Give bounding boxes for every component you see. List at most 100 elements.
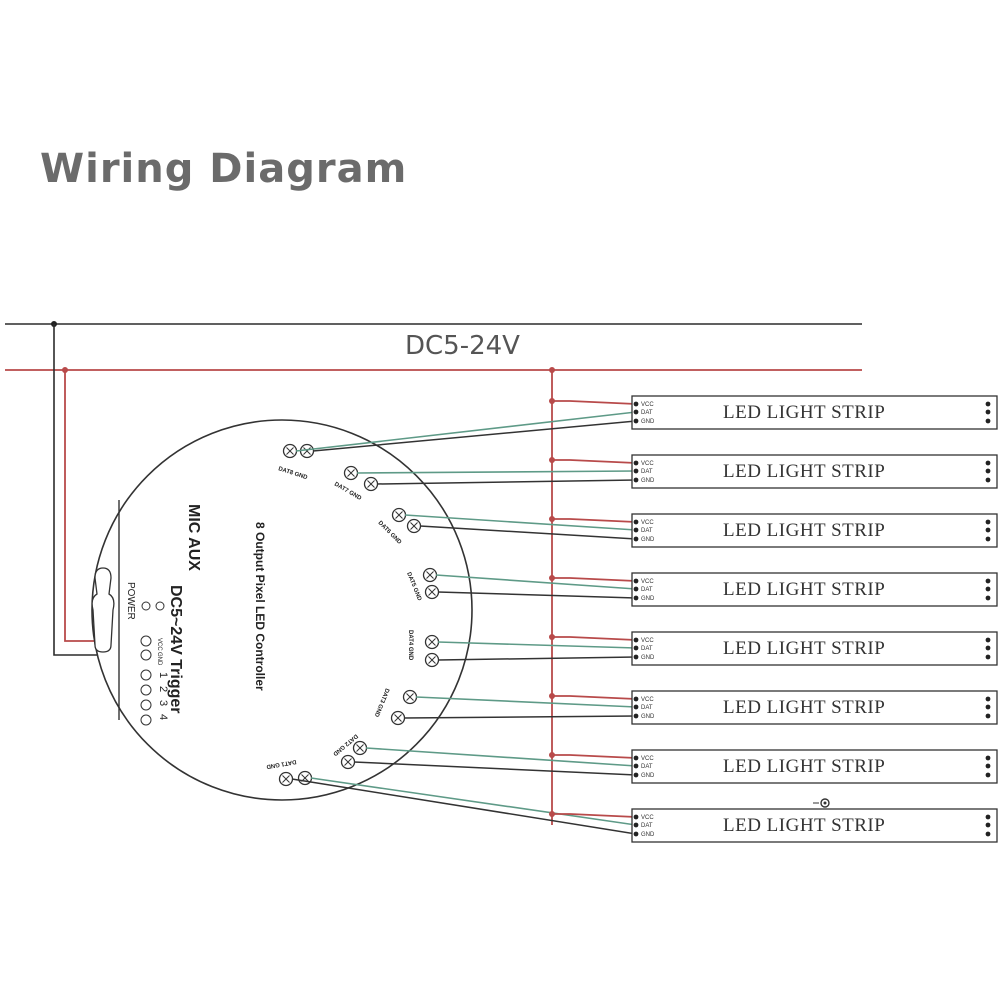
strip-pin-label: DAT bbox=[641, 528, 653, 534]
page-title: Wiring Diagram bbox=[40, 146, 408, 192]
strip-output-pin bbox=[985, 831, 991, 837]
strip-output-pin bbox=[985, 763, 991, 769]
strip-output-pin bbox=[985, 468, 991, 474]
strip-input-pin bbox=[633, 696, 639, 702]
strip-input-pin bbox=[633, 831, 639, 837]
power-vcc-label: VCC bbox=[156, 638, 162, 651]
strip-output-pin bbox=[985, 536, 991, 542]
strip-output-pin bbox=[985, 822, 991, 828]
power-led-indicator bbox=[141, 601, 151, 611]
strip-output-pin bbox=[985, 401, 991, 407]
trigger-number-3: 3 bbox=[157, 700, 169, 706]
vcc-junction-dot bbox=[549, 575, 555, 581]
trigger-terminal-4 bbox=[140, 714, 152, 726]
led-strip-body bbox=[631, 395, 998, 430]
terminal-screw-mark bbox=[428, 656, 436, 664]
strip-output-pin bbox=[985, 755, 991, 761]
vcc-wire bbox=[552, 813, 637, 818]
data-wire bbox=[356, 470, 637, 474]
strip-pin-label: DAT bbox=[641, 469, 653, 475]
strip-output-pin bbox=[985, 713, 991, 719]
strip-input-pin bbox=[633, 460, 639, 466]
strip-output-pin bbox=[985, 519, 991, 525]
controller-body bbox=[91, 419, 473, 801]
led-strip-label: LED LIGHT STRIP bbox=[723, 638, 885, 659]
strip-output-pin bbox=[985, 645, 991, 651]
output-label: DAT4 GND bbox=[407, 630, 413, 661]
terminal-screw-mark bbox=[406, 693, 414, 701]
data-wire bbox=[404, 514, 637, 531]
terminal-screw-mark bbox=[347, 469, 355, 477]
mounting-slot bbox=[91, 567, 115, 653]
terminal-screw-mark bbox=[367, 480, 375, 488]
strip-output-pin bbox=[985, 527, 991, 533]
vcc-junction-dot bbox=[549, 516, 555, 522]
strip-pin-label: VCC bbox=[641, 697, 654, 703]
strip-output-pin bbox=[985, 654, 991, 660]
strip-input-pin bbox=[633, 822, 639, 828]
trigger-terminal-1 bbox=[140, 669, 152, 681]
vcc-junction-dot bbox=[549, 752, 555, 758]
strip-output-pin bbox=[985, 814, 991, 820]
strip-output-pin bbox=[985, 460, 991, 466]
strip-output-pin bbox=[985, 578, 991, 584]
terminal-screw-mark bbox=[395, 511, 403, 519]
vcc-wire bbox=[552, 518, 637, 523]
strip-pin-label: DAT bbox=[641, 705, 653, 711]
strip-input-pin bbox=[633, 586, 639, 592]
controller: 8 Output Pixel LED Controller MIC AUX DC… bbox=[91, 419, 473, 801]
strip-input-pin bbox=[633, 637, 639, 643]
strip-input-pin bbox=[633, 418, 639, 424]
strip-pin-label: GND bbox=[641, 655, 655, 661]
power-gnd-label: GND bbox=[156, 652, 162, 666]
terminal-screw-mark bbox=[428, 638, 436, 646]
strip-output-pin bbox=[985, 595, 991, 601]
strip-input-pin bbox=[633, 654, 639, 660]
ground-wire bbox=[437, 656, 637, 661]
data-wire bbox=[437, 641, 637, 649]
ports-label: MIC AUX bbox=[185, 504, 202, 571]
led-strip-body bbox=[631, 513, 998, 548]
vcc-junction-dot bbox=[549, 457, 555, 463]
strip-input-pin bbox=[633, 763, 639, 769]
vcc-wire bbox=[552, 636, 637, 641]
strip-input-pin bbox=[633, 519, 639, 525]
ground-wire bbox=[291, 778, 637, 835]
strip-output-pin bbox=[985, 586, 991, 592]
strip-pin-label: GND bbox=[641, 832, 655, 838]
vcc-wire bbox=[552, 459, 637, 464]
strip-input-pin bbox=[633, 814, 639, 820]
strip-input-pin bbox=[633, 409, 639, 415]
ground-wire bbox=[312, 420, 637, 452]
data-wire bbox=[295, 411, 637, 452]
trigger-number-1: 1 bbox=[157, 672, 169, 678]
data-wire bbox=[365, 747, 637, 767]
strip-input-pin bbox=[633, 536, 639, 542]
strip-input-pin bbox=[633, 527, 639, 533]
ground-wire bbox=[376, 479, 637, 485]
power-label: POWER bbox=[125, 582, 136, 620]
led-strip-label: LED LIGHT STRIP bbox=[723, 579, 885, 600]
trigger-terminal-3 bbox=[140, 699, 152, 711]
ground-wire bbox=[403, 715, 637, 719]
led-strip-body bbox=[631, 749, 998, 784]
strip-output-pin bbox=[985, 409, 991, 415]
strip-pin-label: GND bbox=[641, 773, 655, 779]
strip-pin-label: VCC bbox=[641, 579, 654, 585]
trigger-number-4: 4 bbox=[157, 714, 169, 720]
strip-input-pin bbox=[633, 645, 639, 651]
strip-pin-label: VCC bbox=[641, 520, 654, 526]
terminal-screw-mark bbox=[410, 522, 418, 530]
strip-pin-label: VCC bbox=[641, 461, 654, 467]
strip-input-pin bbox=[633, 755, 639, 761]
terminal-screw-mark bbox=[286, 447, 294, 455]
strip-input-pin bbox=[633, 468, 639, 474]
strip-output-pin bbox=[985, 477, 991, 483]
positive-bus-junction-dot bbox=[549, 367, 555, 373]
